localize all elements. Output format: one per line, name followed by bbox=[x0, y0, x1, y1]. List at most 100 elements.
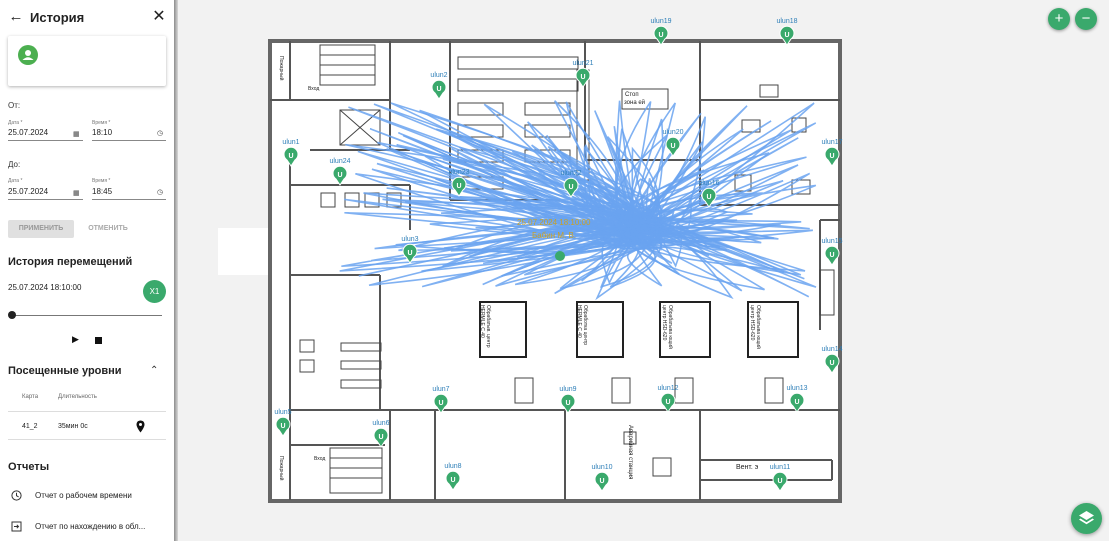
anchor-marker-icon[interactable]: U bbox=[451, 176, 467, 197]
anchor-marker-letter: U bbox=[658, 32, 663, 39]
anchor-marker-icon[interactable]: U bbox=[824, 245, 840, 266]
anchor-marker-icon[interactable]: U bbox=[824, 353, 840, 374]
apply-button[interactable]: ПРИМЕНИТЬ bbox=[8, 220, 74, 238]
play-icon[interactable]: ▶ bbox=[72, 334, 79, 344]
anchor-marker-icon[interactable]: U bbox=[701, 187, 717, 208]
anchor-marker-icon[interactable]: U bbox=[665, 136, 681, 157]
stop-icon[interactable] bbox=[95, 337, 102, 344]
anchor-marker-icon[interactable]: U bbox=[275, 416, 291, 437]
to-time-underline bbox=[92, 199, 166, 200]
clock-icon[interactable]: ◷ bbox=[157, 189, 164, 196]
anchor-marker-icon[interactable]: U bbox=[772, 471, 788, 492]
anchor-marker-icon[interactable]: U bbox=[660, 392, 676, 413]
room-label-stair2: Вход bbox=[308, 86, 319, 92]
zoom-in-button[interactable]: + bbox=[1048, 8, 1070, 30]
anchor-marker-icon[interactable]: U bbox=[433, 393, 449, 414]
anchor-marker-letter: U bbox=[568, 184, 573, 191]
playback-slider-handle[interactable] bbox=[8, 311, 16, 319]
close-icon[interactable]: ✕ bbox=[152, 8, 166, 25]
anchor-marker-icon[interactable]: U bbox=[653, 25, 669, 46]
anchor-marker-icon[interactable]: U bbox=[563, 177, 579, 198]
anchor-label: ulun10 bbox=[591, 464, 613, 471]
panel-edge bbox=[174, 0, 178, 541]
anchor-marker-icon[interactable]: U bbox=[431, 79, 447, 100]
level-map: 41_2 bbox=[22, 423, 38, 430]
anchor-label: ulun6 bbox=[372, 420, 390, 427]
divider bbox=[8, 411, 166, 412]
anchor-marker-icon[interactable]: U bbox=[402, 243, 418, 264]
clock-icon bbox=[11, 490, 22, 501]
room-label: Пожарный bbox=[278, 56, 284, 81]
report-label: Отчет о рабочем времени bbox=[35, 491, 132, 500]
anchor-label: ulun14 bbox=[821, 346, 843, 353]
playback-slider[interactable] bbox=[12, 315, 162, 316]
room-label-stop2: зона ей bbox=[624, 100, 645, 106]
anchor-marker-icon[interactable]: U bbox=[332, 165, 348, 186]
anchor-marker-icon[interactable]: U bbox=[824, 146, 840, 167]
from-date-field[interactable]: 25.07.2024 bbox=[8, 128, 49, 137]
anchor-marker-letter: U bbox=[784, 32, 789, 39]
floor-map[interactable]: U U U U U U U U U U U U U U U U U U U U U U U Стоп зона ей Пож… bbox=[178, 0, 1109, 541]
anchor-marker-icon[interactable]: U bbox=[575, 67, 591, 88]
levels-header-map: Карта bbox=[22, 394, 39, 400]
person-name-label: Бабин М. В. bbox=[532, 231, 577, 240]
from-time-label: Время * bbox=[92, 120, 111, 126]
current-time: 25.07.2024 18:10:00 bbox=[8, 283, 82, 292]
anchor-marker-icon[interactable]: U bbox=[445, 470, 461, 491]
to-label: До: bbox=[8, 160, 21, 169]
divider bbox=[8, 439, 166, 440]
speed-button[interactable]: X1 bbox=[143, 280, 166, 303]
back-arrow-icon[interactable]: ← bbox=[8, 8, 24, 25]
room-label-stair1: Пожарный bbox=[278, 56, 284, 80]
anchor-marker-letter: U bbox=[829, 360, 834, 367]
anchor-marker-letter: U bbox=[337, 172, 342, 179]
from-time-field[interactable]: 18:10 bbox=[92, 128, 113, 137]
chevron-up-icon[interactable]: ⌃ bbox=[150, 365, 159, 376]
anchor-label: ulun11 bbox=[769, 464, 791, 471]
anchor-marker-icon[interactable]: U bbox=[594, 471, 610, 492]
anchors-layer: U U U U U U U U U U U U U U U U U U U U U U U bbox=[275, 25, 840, 492]
zoom-out-button[interactable]: − bbox=[1075, 8, 1097, 30]
room-label-stair3: Пожарный bbox=[278, 456, 284, 480]
anchor-marker-letter: U bbox=[670, 143, 675, 150]
room-label: зона ей bbox=[624, 100, 646, 106]
from-time-underline bbox=[92, 140, 166, 141]
anchor-label: ulun3 bbox=[401, 236, 419, 243]
anchor-marker-letter: U bbox=[407, 250, 412, 257]
room-label: Вент. э bbox=[736, 464, 759, 471]
anchor-marker-icon[interactable]: U bbox=[560, 393, 576, 414]
room-label-stop: Стоп bbox=[625, 92, 639, 98]
layers-button[interactable] bbox=[1071, 503, 1102, 534]
anchor-label: ulun1 bbox=[282, 139, 300, 146]
anchor-label: ulun23 bbox=[448, 169, 470, 176]
to-date-label: Дата * bbox=[8, 178, 23, 184]
anchor-label: ulun12 bbox=[657, 385, 679, 392]
calendar-icon[interactable]: ▦ bbox=[73, 190, 80, 197]
to-date-underline bbox=[8, 199, 83, 200]
anchor-marker-icon[interactable]: U bbox=[283, 146, 299, 167]
room-label-lathe3: Обрабатыва ющий центр HSD-620 bbox=[661, 305, 673, 355]
person-marker[interactable] bbox=[555, 251, 565, 261]
anchor-marker-letter: U bbox=[829, 153, 834, 160]
to-date-field[interactable]: 25.07.2024 bbox=[8, 187, 49, 196]
anchor-marker-letter: U bbox=[288, 153, 293, 160]
room-label-lathe4: Обрабатыва ющий центр HSD-620 bbox=[749, 305, 761, 355]
room-label: Обрабатыв. центр HERMLE C 40 bbox=[479, 305, 491, 348]
anchor-marker-icon[interactable]: U bbox=[373, 427, 389, 448]
location-pin-icon[interactable] bbox=[136, 420, 145, 433]
floor-plan: U U U U U U U U U U U U U U U U U U U U U U U bbox=[218, 25, 842, 503]
cancel-button[interactable]: ОТМЕНИТЬ bbox=[88, 225, 128, 232]
anchor-label: ulun20 bbox=[662, 129, 684, 136]
room-label: Обрабатыва ющий центр HSD-620 bbox=[749, 305, 761, 349]
anchor-marker-icon[interactable]: U bbox=[779, 25, 795, 46]
levels-section-title: Посещенные уровни bbox=[8, 365, 122, 377]
level-duration: 35мин 0с bbox=[58, 423, 88, 430]
anchor-marker-letter: U bbox=[777, 478, 782, 485]
anchor-label: ulun17 bbox=[821, 139, 843, 146]
calendar-icon[interactable]: ▦ bbox=[73, 131, 80, 138]
anchor-marker-icon[interactable]: U bbox=[789, 392, 805, 413]
to-time-field[interactable]: 18:45 bbox=[92, 187, 113, 196]
anchor-marker-letter: U bbox=[665, 399, 670, 406]
clock-icon[interactable]: ◷ bbox=[157, 130, 164, 137]
anchor-label: ulun13 bbox=[786, 385, 808, 392]
